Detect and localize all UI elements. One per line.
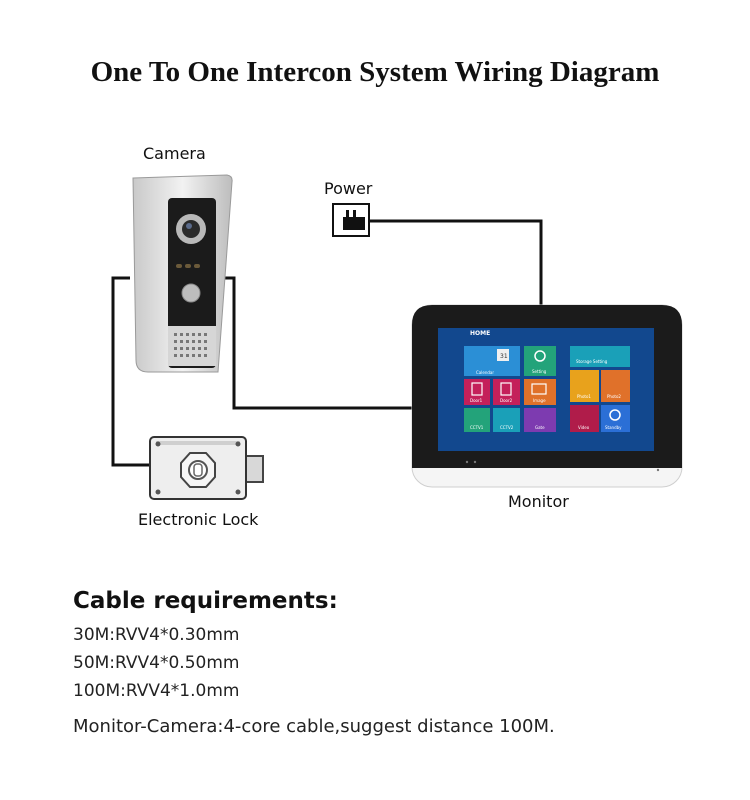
camera-lens	[182, 220, 200, 238]
svg-text:Photo1: Photo1	[577, 394, 591, 399]
camera-front-panel	[168, 198, 216, 368]
monitor-label: Monitor	[508, 492, 569, 511]
svg-text:Standby: Standby	[605, 425, 622, 430]
wire-camera-lock	[111, 276, 152, 467]
cable-note: Monitor-Camera:4-core cable,suggest dist…	[73, 716, 555, 737]
monitor-device: HOME 31 Calendar Setting Storage Setting…	[411, 304, 683, 488]
svg-text:Storage Setting: Storage Setting	[576, 359, 608, 364]
camera-ir-leds	[176, 264, 200, 268]
electronic-lock-device	[149, 436, 264, 500]
svg-text:Video: Video	[578, 425, 590, 430]
svg-text:Image: Image	[533, 398, 546, 403]
electronic-lock-label: Electronic Lock	[138, 510, 259, 529]
page-title: One To One Intercon System Wiring Diagra…	[90, 56, 660, 88]
power-adapter-icon	[332, 203, 370, 237]
svg-text:Door2: Door2	[500, 398, 513, 403]
svg-text:Photo2: Photo2	[607, 394, 621, 399]
camera-speaker-grille	[174, 333, 207, 357]
svg-text:CCTV1: CCTV1	[470, 425, 484, 430]
svg-text:Gate: Gate	[535, 425, 545, 430]
camera-label: Camera	[143, 144, 206, 163]
screen-tiles: 31 Calendar Setting Storage Setting Door…	[464, 346, 630, 432]
svg-text:Setting: Setting	[532, 369, 547, 374]
screen-home-label: HOME	[470, 330, 490, 337]
wire-power-monitor	[369, 219, 543, 307]
wire-camera-monitor	[212, 276, 412, 410]
cable-requirements-heading: Cable requirements:	[73, 588, 338, 614]
cable-requirement-100m: 100M:RVV4*1.0mm	[73, 681, 240, 701]
cable-requirement-30m: 30M:RVV4*0.30mm	[73, 625, 240, 645]
camera-speaker-plate	[168, 326, 216, 366]
svg-text:Door1: Door1	[470, 398, 483, 403]
svg-text:31: 31	[500, 353, 508, 360]
svg-text:Calendar: Calendar	[476, 370, 494, 375]
monitor-indicator-dots	[465, 460, 660, 472]
cable-requirement-50m: 50M:RVV4*0.50mm	[73, 653, 240, 673]
camera-call-button	[181, 283, 201, 303]
camera-device	[132, 174, 233, 373]
svg-text:CCTV2: CCTV2	[500, 425, 514, 430]
power-label: Power	[324, 179, 373, 198]
